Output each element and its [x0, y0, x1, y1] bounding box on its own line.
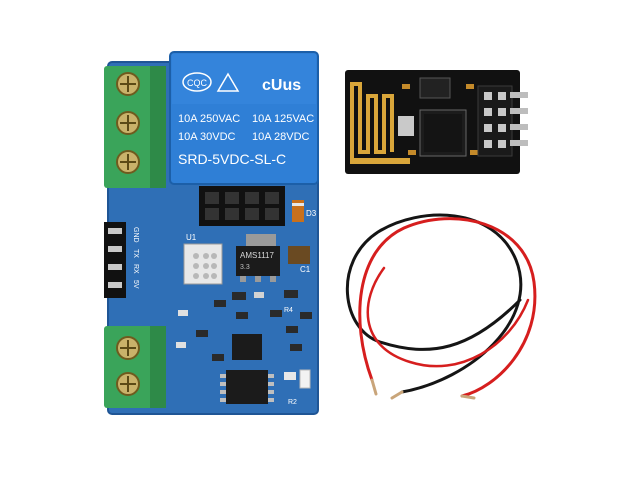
pin-header — [104, 222, 126, 298]
screw-icon — [116, 372, 140, 396]
pin-label-gnd: GND — [132, 227, 139, 243]
cqc-label: CQC — [187, 78, 208, 88]
pin-label-tx: TX — [132, 249, 139, 258]
regulator-label: AMS1117 — [240, 251, 274, 260]
esp01-module — [345, 70, 528, 174]
esp-chip — [419, 109, 467, 157]
relay-model: SRD-5VDC-SL-C — [178, 151, 286, 167]
relay-rating-1-left: 10A 250VAC — [178, 113, 240, 125]
screw-terminal-bottom — [104, 326, 166, 408]
screw-icon — [116, 111, 140, 135]
cqc-logo-icon: CQC — [182, 72, 212, 92]
relay: CQC cUus 10A 250VAC 10A 125VAC 10A 30VDC… — [169, 51, 319, 185]
relay-rating-2-right: 10A 28VDC — [252, 131, 310, 143]
jumper-wires — [345, 213, 537, 400]
relay-board: CQC cUus 10A 250VAC 10A 125VAC 10A 30VDC… — [104, 51, 319, 415]
silk-r4: R4 — [284, 307, 293, 314]
pin-label-5v: 5V — [132, 280, 139, 289]
screw-icon — [116, 150, 140, 174]
relay-rating-1-right: 10A 125VAC — [252, 113, 314, 125]
screw-icon — [116, 336, 140, 360]
pin-label-rx: RX — [132, 264, 139, 274]
voltage-regulator: AMS1117 3.3 — [236, 234, 280, 282]
silk-d3: D3 — [306, 209, 317, 218]
red-wire — [358, 217, 537, 398]
regulator-sub: 3.3 — [240, 264, 250, 271]
red-wire-2 — [366, 266, 530, 368]
silk-c1: C1 — [300, 265, 311, 274]
black-wire — [345, 213, 523, 394]
cus-logo: cUus — [262, 77, 301, 94]
warning-triangle-icon — [216, 72, 240, 92]
soic-chip — [220, 370, 274, 404]
antenna-icon — [350, 82, 410, 164]
silk-u1: U1 — [186, 233, 197, 242]
esp-pin-header — [477, 85, 528, 157]
silk-r2: R2 — [288, 399, 297, 406]
screw-terminal-top — [104, 66, 166, 188]
relay-rating-2-left: 10A 30VDC — [178, 131, 236, 143]
screw-icon — [116, 72, 140, 96]
esp-socket-header — [199, 186, 285, 226]
smd-components — [176, 290, 312, 361]
u1-chip — [183, 243, 223, 285]
